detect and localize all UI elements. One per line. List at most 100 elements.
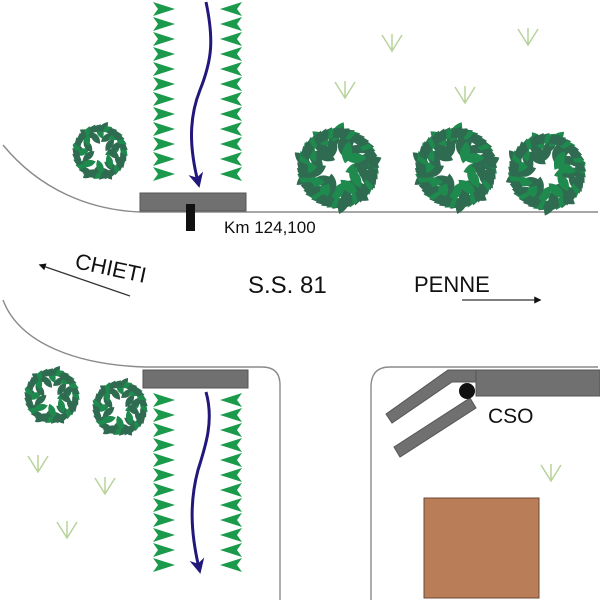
- bush-leaf: [101, 415, 116, 424]
- building: [423, 497, 540, 599]
- vegetation-tooth: [153, 558, 175, 572]
- vegetation-tooth: [153, 122, 175, 136]
- bush-leaf: [77, 132, 85, 144]
- bush-leaf: [484, 158, 498, 168]
- bush-leaf: [30, 409, 42, 418]
- bush-leaf: [127, 405, 140, 415]
- vegetation-tooth: [153, 483, 175, 497]
- bush-leaf: [366, 158, 380, 168]
- vegetation-tooth: [153, 137, 175, 151]
- bush-leaf: [340, 179, 358, 195]
- bush-leaf: [98, 421, 110, 430]
- cso-arm-upper: [385, 369, 477, 424]
- bush-leaf: [58, 371, 70, 380]
- bush-leaf: [110, 388, 121, 400]
- vegetation-tooth: [153, 498, 175, 512]
- vegetation-tooth: [220, 77, 242, 91]
- bush-leaf: [458, 179, 476, 195]
- bush-leaf: [362, 179, 374, 195]
- bush-leaf: [467, 132, 483, 144]
- bush-leaf: [96, 159, 104, 174]
- bush-leaf: [557, 172, 569, 192]
- road-edge-top: [2, 144, 598, 213]
- cso-arm-lower: [393, 397, 477, 458]
- grass-tufts: [27, 28, 562, 540]
- vegetation-tooth: [153, 47, 175, 61]
- cso-structure: [385, 369, 600, 458]
- grass-tuft-icon: [94, 477, 116, 496]
- bush-leaf: [70, 387, 80, 395]
- bush: [72, 121, 128, 180]
- bush-leaf: [420, 141, 432, 157]
- bush-leaf: [110, 130, 122, 139]
- bushes: [24, 121, 587, 436]
- km-marker-label: Km 124,100: [224, 218, 316, 237]
- vegetation-tooth: [220, 498, 242, 512]
- bush: [412, 122, 500, 215]
- bush-leaf: [449, 182, 463, 202]
- vegetation-tooth: [153, 438, 175, 452]
- grass-tuft-icon: [27, 455, 49, 474]
- bush-leaf: [517, 141, 528, 157]
- bush-leaf: [135, 416, 143, 428]
- bush-leaf: [90, 132, 101, 144]
- bush-leaf: [59, 393, 72, 403]
- cso-node: [459, 383, 475, 399]
- vegetation-tooth: [153, 543, 175, 557]
- bush-leaf: [302, 141, 314, 157]
- vegetation-tooth: [220, 92, 242, 106]
- vegetation-tooth: [220, 137, 242, 151]
- lower-flow-arrow: [189, 391, 211, 574]
- bush: [24, 365, 80, 424]
- vegetation-tooth: [220, 408, 242, 422]
- chieti-direction-arrow: [38, 263, 131, 297]
- vegetation-tooth: [153, 423, 175, 437]
- grass-tuft-icon: [454, 86, 476, 105]
- bush: [505, 131, 587, 216]
- bush-leaf: [29, 376, 37, 388]
- bush-leaf: [130, 386, 142, 395]
- grass-tuft-icon: [381, 34, 403, 53]
- bush-leaf: [118, 143, 128, 151]
- bush-leaf: [105, 154, 114, 169]
- bush-leaf: [78, 165, 90, 174]
- vegetation-tooth: [220, 453, 242, 467]
- bush-leaf: [82, 168, 94, 177]
- vegetation-tooth: [220, 152, 242, 166]
- road-edge-lower-left: [2, 299, 281, 600]
- vegetation-tooth: [153, 2, 175, 16]
- upper-flow-arrow: [188, 1, 213, 188]
- bush-leaf: [81, 159, 96, 168]
- bush-leaf: [107, 149, 120, 159]
- bush-leaf: [514, 145, 525, 161]
- bush-leaf: [556, 137, 572, 149]
- bush-leaf: [105, 138, 115, 152]
- bush-leaf: [424, 165, 444, 178]
- bush-leaf: [538, 185, 552, 204]
- bush-leaf: [102, 407, 115, 417]
- vegetation-tooth: [220, 17, 242, 31]
- bush-leaf: [311, 192, 327, 204]
- vegetation-tooth: [220, 528, 242, 542]
- bush: [294, 122, 382, 215]
- grass-tuft-icon: [540, 464, 562, 483]
- vegetation-tooth: [153, 393, 175, 407]
- cso-main-slab: [475, 369, 600, 397]
- bush-leaf: [306, 165, 326, 178]
- road-edge-lower-right: [370, 366, 598, 600]
- bush-leaf: [522, 195, 538, 207]
- vegetation-tooth: [153, 107, 175, 121]
- cso-label: CSO: [488, 405, 534, 428]
- bush-leaf: [518, 192, 534, 204]
- bush-leaf: [52, 377, 66, 386]
- vegetation-tooth: [220, 483, 242, 497]
- bush-leaf: [331, 182, 345, 202]
- bush-leaf: [42, 376, 53, 388]
- vegetation-tooth: [153, 152, 175, 166]
- bush-leaf: [34, 395, 47, 405]
- grass-tuft-icon: [56, 521, 78, 540]
- vegetation-tooth: [220, 32, 242, 46]
- vegetation-tooth: [153, 77, 175, 91]
